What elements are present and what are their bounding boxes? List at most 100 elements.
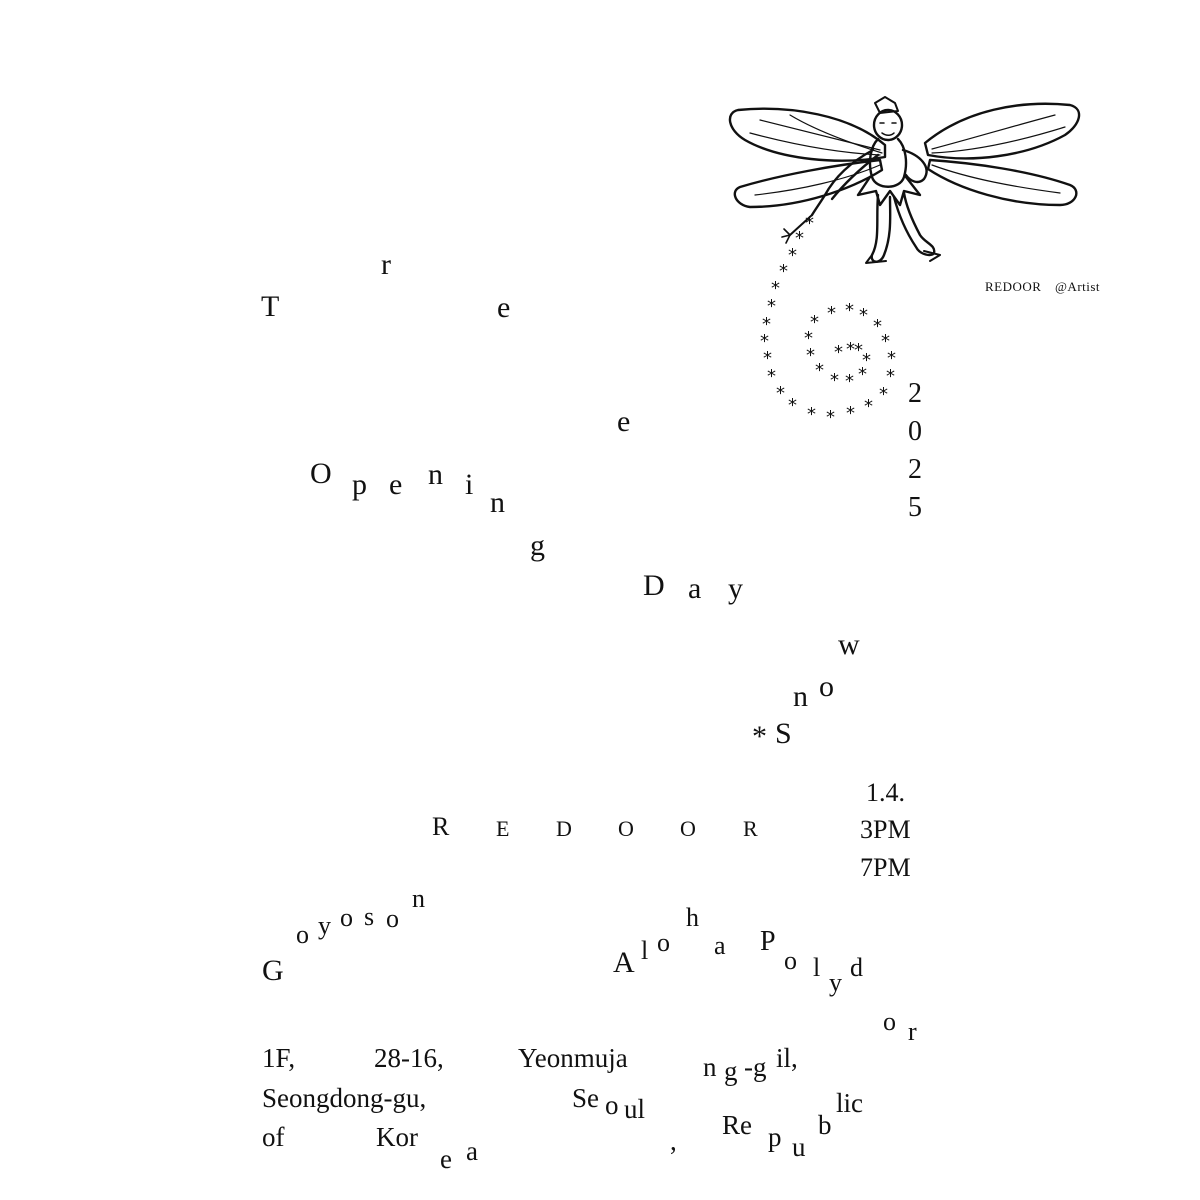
snow-char-n: n — [793, 680, 808, 713]
spiral-star: * — [873, 316, 882, 337]
polydor-char-l: l — [813, 953, 821, 982]
spiral-star: * — [771, 278, 780, 299]
spiral-star: * — [887, 348, 896, 369]
spiral-star: * — [846, 339, 855, 360]
address-line2-part8: u — [792, 1132, 806, 1162]
credit-right: @Artist — [1054, 279, 1101, 294]
spiral-star: * — [845, 371, 854, 392]
spiral-star: * — [858, 364, 867, 385]
title-char-r: r — [381, 248, 391, 281]
brand-letter-O2: O — [680, 816, 697, 841]
spiral-star: * — [830, 370, 839, 391]
address-line2-part10: lic — [836, 1088, 863, 1118]
polydor-char-y: y — [829, 968, 842, 997]
address-line1-part4: n — [703, 1052, 717, 1082]
opening-char-n: n — [428, 458, 443, 491]
brand-letter-D: D — [556, 816, 573, 841]
year-digit-3: 2 — [908, 454, 922, 485]
address-line3-part2: Kor — [376, 1122, 418, 1152]
address-line1-part5: g — [724, 1056, 738, 1086]
polydor-char-o1: o — [784, 946, 797, 975]
goyoson-char-o2: o — [340, 903, 353, 932]
title-char-T: T — [261, 290, 280, 323]
aloha-char-l: l — [641, 936, 649, 965]
address-line2-part6: Re — [722, 1110, 752, 1140]
polydor-char-P: P — [760, 926, 776, 957]
address-line2-part1: Seongdong-gu, — [262, 1083, 427, 1113]
spiral-star: * — [879, 384, 888, 405]
spiral-star: * — [767, 296, 776, 317]
spiral-star: * — [762, 314, 771, 335]
spiral-star: * — [805, 213, 814, 234]
title-char-e1: e — [497, 291, 511, 324]
opening-char-O: O — [310, 457, 332, 490]
snow-char-S: S — [775, 717, 792, 750]
day-char-D: D — [643, 569, 665, 602]
aloha-char-h: h — [686, 903, 699, 932]
spiral-star: * — [845, 300, 854, 321]
spiral-star: * — [779, 261, 788, 282]
address-line1-part7: il, — [776, 1043, 798, 1073]
address-line3-part3: e — [440, 1144, 452, 1174]
snow-char-star: * — [752, 720, 767, 753]
spiral-star: * — [859, 305, 868, 326]
spiral-star: * — [763, 348, 772, 369]
goyoson-char-o1: o — [296, 920, 309, 949]
spiral-star: * — [760, 331, 769, 352]
address-line1-part1: 1F, — [262, 1043, 296, 1073]
goyoson-char-s: s — [364, 902, 375, 931]
spiral-star: * — [834, 342, 843, 363]
goyoson-char-o3: o — [386, 904, 399, 933]
spiral-star: * — [795, 228, 804, 249]
spiral-star: * — [846, 403, 855, 424]
address-line2-part3: o — [605, 1090, 619, 1120]
brand-letter-R1: R — [432, 812, 450, 841]
credit-left: REDOOR — [985, 279, 1042, 294]
brand-letter-R2: R — [743, 816, 759, 841]
spiral-star: * — [862, 350, 871, 371]
address-line2-part5: , — [670, 1126, 677, 1156]
spiral-star: * — [767, 366, 776, 387]
day-char-y: y — [728, 572, 743, 605]
polydor-char-o2: o — [883, 1007, 896, 1036]
opening-char-e: e — [389, 468, 403, 501]
schedule-start: 3PM — [860, 815, 911, 844]
address-line1-part6: -g — [744, 1052, 767, 1082]
polydor-char-r: r — [908, 1017, 917, 1046]
spiral-star: * — [810, 312, 819, 333]
schedule-date: 1.4. — [866, 778, 905, 807]
spiral-star: * — [815, 360, 824, 381]
aloha-char-a: a — [714, 931, 726, 960]
spiral-star: * — [788, 395, 797, 416]
address-line2-part9: b — [818, 1110, 832, 1140]
spiral-star: * — [864, 396, 873, 417]
year-digit-2: 0 — [908, 416, 922, 447]
illustration-credit: REDOOR @Artist — [985, 279, 1100, 295]
spiral-star: * — [854, 340, 863, 361]
opening-char-i: i — [465, 468, 474, 501]
goyoson-char-n: n — [412, 884, 425, 913]
polydor-char-d: d — [850, 953, 863, 982]
spiral-star: * — [827, 303, 836, 324]
goyoson-char-y: y — [318, 911, 331, 940]
opening-char-n2: n — [490, 486, 505, 519]
fairy-illustration — [728, 96, 1081, 264]
opening-char-g: g — [530, 529, 545, 562]
aloha-char-o: o — [657, 928, 670, 957]
spiral-star: * — [881, 331, 890, 352]
spiral-star: * — [788, 245, 797, 266]
spiral-star: * — [776, 383, 785, 404]
spiral-star: * — [826, 407, 835, 428]
spiral-star: * — [804, 328, 813, 349]
spiral-star: * — [806, 345, 815, 366]
schedule-end: 7PM — [860, 853, 911, 882]
day-char-a: a — [688, 572, 702, 605]
title-char-e2: e — [617, 405, 631, 438]
year-digit-1: 2 — [908, 378, 922, 409]
goyoson-char-G: G — [262, 954, 284, 987]
address-line3-part1: of — [262, 1122, 285, 1152]
snow-char-w: w — [838, 628, 860, 661]
spiral-star: * — [886, 366, 895, 387]
address-line2-part7: p — [768, 1122, 782, 1152]
